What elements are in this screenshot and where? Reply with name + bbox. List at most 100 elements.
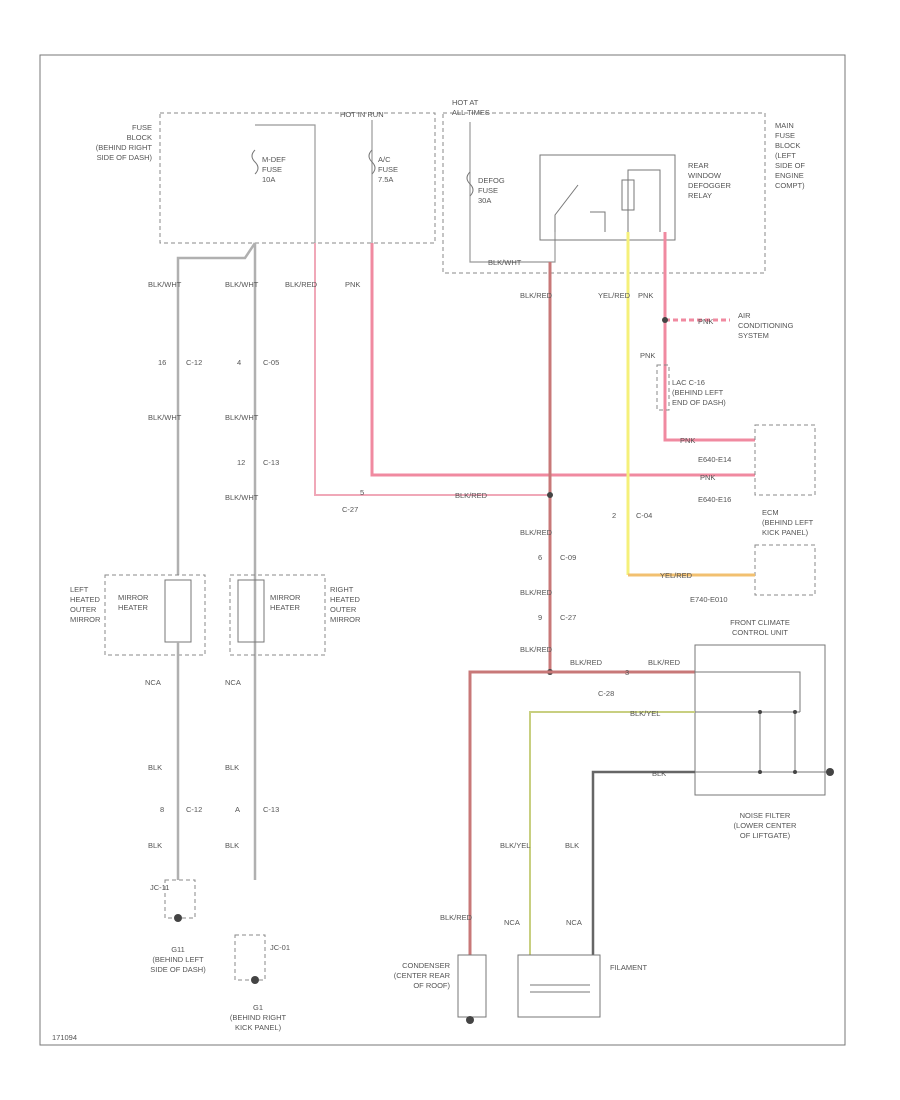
hot-at-all-times-label: HOT AT ALL TIMES — [452, 98, 490, 117]
svg-text:SIDE OF DASH): SIDE OF DASH) — [97, 153, 153, 162]
svg-text:OF ROOF): OF ROOF) — [413, 981, 450, 990]
svg-text:C-13: C-13 — [263, 458, 279, 467]
svg-text:JC-01: JC-01 — [270, 943, 290, 952]
svg-text:12: 12 — [237, 458, 245, 467]
svg-text:BLK/RED: BLK/RED — [520, 588, 553, 597]
svg-text:PNK: PNK — [698, 317, 713, 326]
svg-text:MIRROR: MIRROR — [270, 593, 301, 602]
svg-text:OUTER: OUTER — [70, 605, 97, 614]
svg-text:KICK PANEL): KICK PANEL) — [762, 528, 809, 537]
svg-text:(LOWER CENTER: (LOWER CENTER — [734, 821, 798, 830]
svg-text:(BEHIND LEFT: (BEHIND LEFT — [762, 518, 814, 527]
svg-text:SIDE OF: SIDE OF — [775, 161, 805, 170]
svg-text:SIDE OF DASH): SIDE OF DASH) — [150, 965, 206, 974]
svg-text:BLK/RED: BLK/RED — [520, 528, 553, 537]
left-mirror-box — [104, 574, 206, 656]
svg-text:C-12: C-12 — [186, 358, 202, 367]
svg-text:8: 8 — [160, 805, 164, 814]
svg-text:(BEHIND LEFT: (BEHIND LEFT — [672, 388, 724, 397]
svg-text:BLK/WHT: BLK/WHT — [225, 413, 259, 422]
svg-text:C-13: C-13 — [263, 805, 279, 814]
svg-text:(CENTER REAR: (CENTER REAR — [394, 971, 451, 980]
filament-box — [517, 954, 601, 1018]
svg-text:BLK: BLK — [148, 763, 162, 772]
ground-g1-icon — [251, 976, 259, 984]
left-mirror-heater-icon — [164, 579, 192, 643]
svg-text:FUSE: FUSE — [378, 165, 398, 174]
svg-text:BLK/RED: BLK/RED — [570, 658, 603, 667]
svg-text:16: 16 — [158, 358, 166, 367]
svg-text:CONDENSER: CONDENSER — [402, 961, 451, 970]
svg-text:NCA: NCA — [566, 918, 582, 927]
svg-text:CONTROL UNIT: CONTROL UNIT — [732, 628, 788, 637]
filament-element-icon — [530, 984, 590, 993]
svg-text:HEATED: HEATED — [330, 595, 360, 604]
svg-text:6: 6 — [538, 553, 542, 562]
svg-text:PNK: PNK — [640, 351, 655, 360]
svg-text:BLK/RED: BLK/RED — [520, 291, 553, 300]
svg-text:BLK/RED: BLK/RED — [648, 658, 681, 667]
defogger-relay-box — [539, 154, 676, 241]
svg-text:BLK/YEL: BLK/YEL — [630, 709, 660, 718]
svg-text:HEATER: HEATER — [118, 603, 148, 612]
svg-text:HEATER: HEATER — [270, 603, 300, 612]
ecm-box-upper — [754, 424, 816, 496]
svg-text:YEL/RED: YEL/RED — [660, 571, 693, 580]
svg-text:COMPT): COMPT) — [775, 181, 805, 190]
blk-filament-wire — [591, 770, 695, 955]
svg-text:G1: G1 — [253, 1003, 263, 1012]
noise-filter-circuit — [695, 671, 830, 773]
svg-text:MIRROR: MIRROR — [118, 593, 149, 602]
svg-text:DEFOG: DEFOG — [478, 176, 505, 185]
svg-text:ECM: ECM — [762, 508, 779, 517]
right-mirror-box — [229, 574, 326, 656]
svg-text:BLK/WHT: BLK/WHT — [488, 258, 522, 267]
svg-text:FUSE: FUSE — [478, 186, 498, 195]
relay-coil-icon — [621, 179, 635, 211]
svg-text:BLK/RED: BLK/RED — [285, 280, 318, 289]
right-mirror-heater-icon — [237, 579, 265, 643]
svg-text:MIRROR: MIRROR — [70, 615, 101, 624]
svg-text:NCA: NCA — [225, 678, 241, 687]
svg-text:BLK: BLK — [565, 841, 579, 850]
svg-text:LEFT: LEFT — [70, 585, 89, 594]
defog-fuse-wire — [469, 122, 556, 263]
svg-text:2: 2 — [612, 511, 616, 520]
svg-text:FRONT CLIMATE: FRONT CLIMATE — [730, 618, 790, 627]
svg-text:ENGINE: ENGINE — [775, 171, 804, 180]
svg-text:BLK/YEL: BLK/YEL — [500, 841, 530, 850]
svg-text:30A: 30A — [478, 196, 491, 205]
svg-text:JC-11: JC-11 — [150, 883, 169, 892]
svg-text:AIR: AIR — [738, 311, 751, 320]
svg-text:PNK: PNK — [700, 473, 715, 482]
svg-text:PNK: PNK — [638, 291, 653, 300]
ground-g11-icon — [174, 914, 182, 922]
svg-text:(BEHIND LEFT: (BEHIND LEFT — [152, 955, 204, 964]
svg-text:E640-E16: E640-E16 — [698, 495, 731, 504]
svg-text:C-12: C-12 — [186, 805, 202, 814]
svg-text:BLK/WHT: BLK/WHT — [225, 280, 259, 289]
svg-text:NCA: NCA — [145, 678, 161, 687]
svg-text:ALL TIMES: ALL TIMES — [452, 108, 490, 117]
svg-text:C-05: C-05 — [263, 358, 279, 367]
front-climate-box — [694, 644, 826, 796]
svg-text:RIGHT: RIGHT — [330, 585, 354, 594]
svg-text:LAC C-16: LAC C-16 — [672, 378, 705, 387]
svg-text:9: 9 — [538, 613, 542, 622]
defog-fuse-icon — [466, 171, 474, 197]
svg-text:KICK PANEL): KICK PANEL) — [235, 1023, 282, 1032]
svg-text:OF LIFTGATE): OF LIFTGATE) — [740, 831, 791, 840]
lac-connector — [656, 364, 670, 411]
svg-text:FUSE: FUSE — [132, 123, 152, 132]
relay-label: REAR WINDOW DEFOGGER RELAY — [688, 161, 732, 200]
svg-text:M-DEF: M-DEF — [262, 155, 286, 164]
svg-text:PNK: PNK — [680, 436, 695, 445]
svg-text:C-09: C-09 — [560, 553, 576, 562]
svg-text:BLK/WHT: BLK/WHT — [225, 493, 259, 502]
svg-text:PNK: PNK — [345, 280, 360, 289]
svg-text:(BEHIND RIGHT: (BEHIND RIGHT — [96, 143, 153, 152]
svg-text:5: 5 — [360, 488, 364, 497]
fuse-block-label: FUSE BLOCK (BEHIND RIGHT SIDE OF DASH) — [96, 123, 153, 162]
svg-text:BLOCK: BLOCK — [127, 133, 152, 142]
